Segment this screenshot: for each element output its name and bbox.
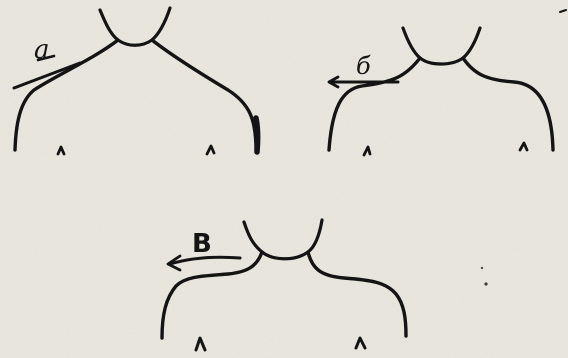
speck-mark — [484, 282, 487, 285]
figure-v-label: В — [192, 229, 212, 259]
figure-a-right-arm-shadow — [256, 118, 258, 152]
figure-a-label: а — [34, 35, 50, 65]
figure-b-label: б — [356, 52, 371, 80]
speck-mark — [481, 267, 483, 269]
